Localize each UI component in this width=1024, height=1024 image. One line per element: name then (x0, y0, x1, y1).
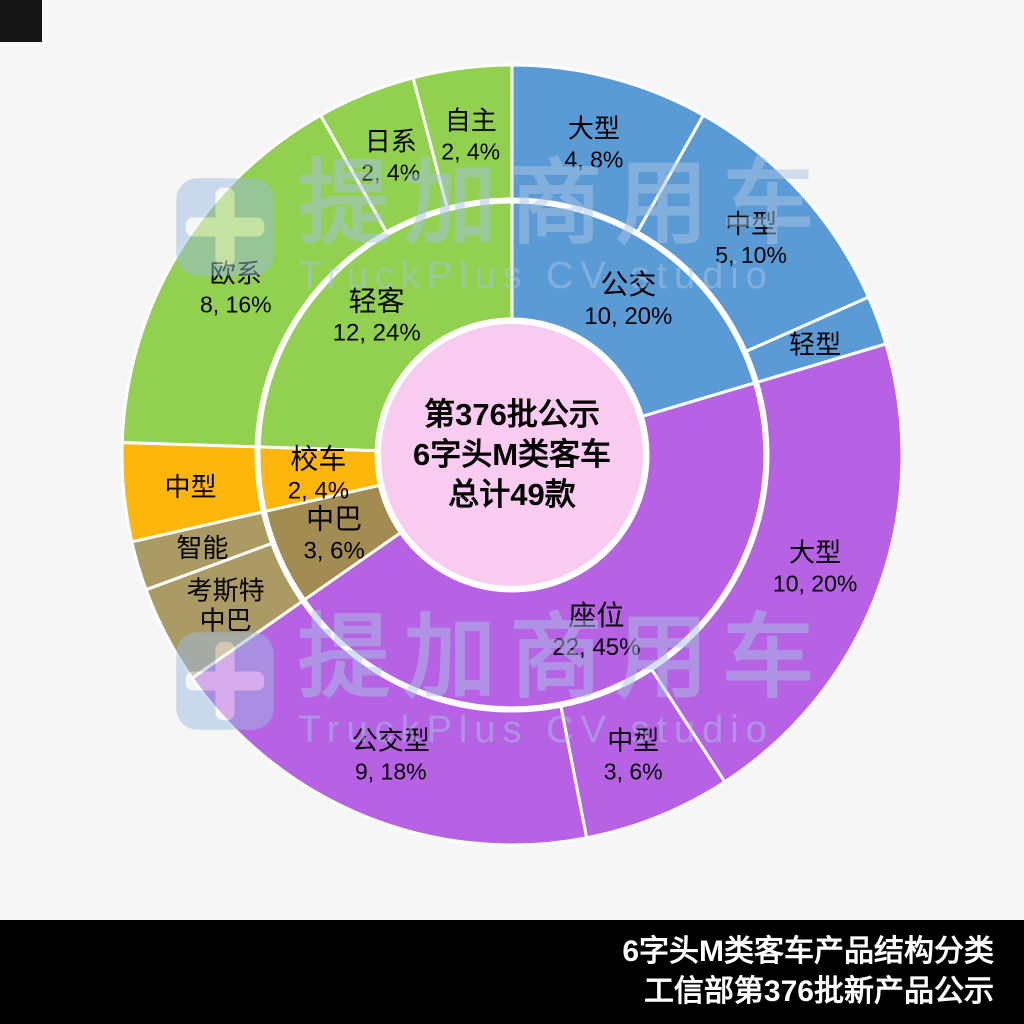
wedge-公交 (510, 200, 756, 418)
wedge-座位-大型 (650, 342, 904, 784)
caption-line-1: 6字头M类客车产品结构分类 (622, 935, 994, 969)
label-公交-轻型: 轻型 (789, 329, 841, 359)
wedge-轻客-欧系 (120, 113, 388, 449)
wedge-座位 (303, 381, 767, 710)
caption-bar: 6字头M类客车产品结构分类 工信部第376批新产品公示 (0, 920, 1024, 1024)
wedge-轻客 (257, 200, 514, 453)
label-校车-中型: 中型 (164, 472, 216, 502)
wedge-轻客-自主 (411, 63, 514, 209)
corner-mark (0, 0, 42, 42)
center-circle (377, 320, 647, 590)
label-中巴-智能: 智能 (176, 533, 228, 563)
caption-line-2: 工信部第376批新产品公示 (643, 975, 994, 1008)
label-中巴-考斯特中巴: 考斯特中巴 (187, 575, 265, 635)
